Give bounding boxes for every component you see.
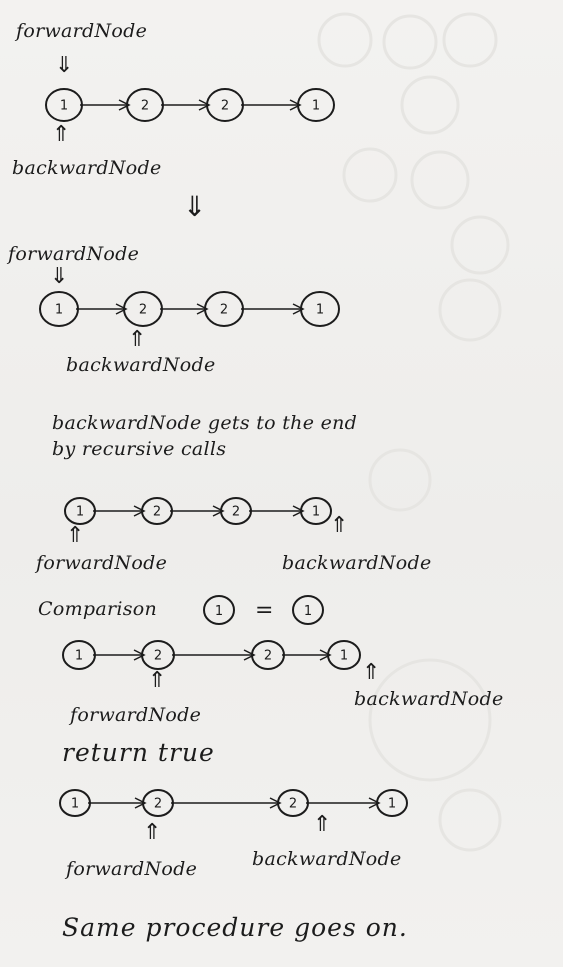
note-line-2: by recursive calls xyxy=(52,438,227,460)
list-node xyxy=(292,595,324,625)
linked-list: 1 2 2 1 xyxy=(45,88,335,122)
node-value: 1 xyxy=(71,797,79,812)
list-node xyxy=(220,497,252,525)
comparison-equals: = xyxy=(255,598,274,623)
backward-node-label: backwardNode xyxy=(354,688,504,710)
return-true-text: return true xyxy=(62,738,215,767)
up-pointer-icon: ⇑ xyxy=(330,513,349,538)
backward-node-label: backwardNode xyxy=(12,157,162,179)
node-value: 1 xyxy=(75,649,83,664)
arrow-head-icon xyxy=(196,303,209,315)
linked-lists: 1 2 2 1 1 2 2 1 1 2 2 1 1 2 2 1 1 2 2 1 1 1 xyxy=(39,88,408,817)
arrow-head-icon xyxy=(292,505,305,517)
linked-list: 1 2 2 1 xyxy=(62,640,361,670)
node-value: 1 xyxy=(60,99,68,114)
list-node xyxy=(376,789,408,817)
down-pointer-icon: ⇓ xyxy=(55,53,74,78)
list-node xyxy=(123,291,163,327)
arrow-head-icon xyxy=(243,649,256,661)
list-node xyxy=(141,640,175,670)
forward-node-label: forwardNode xyxy=(66,858,198,880)
node-value: 1 xyxy=(312,99,320,114)
list-node xyxy=(297,88,335,122)
node-value: 2 xyxy=(154,649,162,664)
list-node xyxy=(300,291,340,327)
arrow-head-icon xyxy=(133,649,146,661)
arrow-head-icon xyxy=(118,99,131,111)
up-pointer-icon: ⇑ xyxy=(143,820,162,845)
up-pointer-icon: ⇑ xyxy=(313,812,332,837)
arrow-head-icon xyxy=(292,303,305,315)
comparison-label: Comparison xyxy=(38,598,158,620)
up-pointer-icon: ⇑ xyxy=(66,523,85,548)
arrow-head-icon xyxy=(319,649,332,661)
node-value: 1 xyxy=(304,604,312,619)
list-node xyxy=(62,640,96,670)
forward-node-label: forwardNode xyxy=(70,704,202,726)
arrow-head-icon xyxy=(289,99,302,111)
node-value: 1 xyxy=(388,797,396,812)
list-node xyxy=(39,291,79,327)
arrow-head-icon xyxy=(134,797,147,809)
comparison-right-node: 1 xyxy=(292,595,324,625)
node-value: 2 xyxy=(139,303,147,318)
forward-node-label: forwardNode xyxy=(8,243,140,265)
arrow-head-icon xyxy=(368,797,381,809)
up-pointer-icon: ⇑ xyxy=(362,660,381,685)
list-node xyxy=(141,497,173,525)
list-node xyxy=(327,640,361,670)
up-pointer-icon: ⇑ xyxy=(52,122,71,147)
forward-node-label: forwardNode xyxy=(16,20,148,42)
node-value: 2 xyxy=(220,303,228,318)
node-value: 1 xyxy=(316,303,324,318)
list-node xyxy=(45,88,83,122)
node-value: 1 xyxy=(215,604,223,619)
list-node xyxy=(59,789,91,817)
arrow-head-icon xyxy=(212,505,225,517)
linked-list: 1 2 2 1 xyxy=(39,291,340,327)
node-value: 2 xyxy=(232,505,240,520)
list-node xyxy=(300,497,332,525)
node-value: 1 xyxy=(340,649,348,664)
node-value: 2 xyxy=(264,649,272,664)
backward-node-label: backwardNode xyxy=(66,354,216,376)
node-value: 2 xyxy=(154,797,162,812)
node-value: 2 xyxy=(153,505,161,520)
list-node xyxy=(142,789,174,817)
node-value: 2 xyxy=(221,99,229,114)
list-node xyxy=(277,789,309,817)
linked-list: 1 2 2 1 xyxy=(59,789,408,817)
up-pointer-icon: ⇑ xyxy=(128,327,147,352)
node-value: 2 xyxy=(141,99,149,114)
list-node xyxy=(206,88,244,122)
node-value: 2 xyxy=(289,797,297,812)
up-pointer-icon: ⇑ xyxy=(148,668,167,693)
backward-node-label: backwardNode xyxy=(252,848,402,870)
transition-arrow-icon: ⇓ xyxy=(183,190,207,223)
node-value: 1 xyxy=(76,505,84,520)
forward-node-label: forwardNode xyxy=(36,552,168,574)
bleed-through xyxy=(317,12,510,852)
arrow-head-icon xyxy=(133,505,146,517)
list-node xyxy=(126,88,164,122)
arrow-head-icon xyxy=(269,797,282,809)
comparison-left-node: 1 xyxy=(203,595,235,625)
node-value: 1 xyxy=(55,303,63,318)
node-value: 1 xyxy=(312,505,320,520)
list-node xyxy=(204,291,244,327)
linked-list: 1 2 2 1 xyxy=(64,497,332,525)
list-node xyxy=(64,497,96,525)
list-node xyxy=(251,640,285,670)
down-pointer-icon: ⇓ xyxy=(50,264,69,289)
note-line-1: backwardNode gets to the end xyxy=(52,412,358,434)
arrow-head-icon xyxy=(115,303,128,315)
backward-node-label: backwardNode xyxy=(282,552,432,574)
list-node xyxy=(203,595,235,625)
final-text: Same procedure goes on. xyxy=(62,913,408,942)
arrow-head-icon xyxy=(198,99,211,111)
